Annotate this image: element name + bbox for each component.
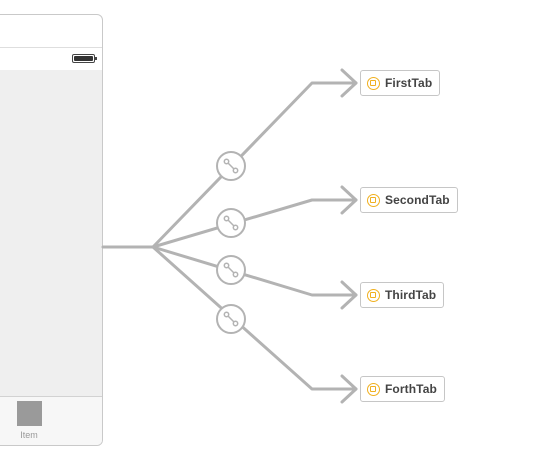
content-area [0,70,102,397]
tab-item-placeholder-icon [16,401,42,426]
view-controller-icon [367,76,380,90]
view-controller-icon [367,288,380,302]
segue-node-icon[interactable] [216,304,246,334]
scene-third-tab[interactable]: ThirdTab [360,282,445,308]
segue-node-icon[interactable] [216,255,246,285]
tab-bar-controller-scene[interactable]: Item [0,14,103,446]
view-controller-icon [367,382,380,396]
scene-label: ThirdTab [385,288,437,302]
scene-first-tab[interactable]: FirstTab [360,70,441,96]
scene-forth-tab[interactable]: ForthTab [360,376,445,402]
tab-item-label: Item [20,430,38,440]
arrowhead-icon [340,374,358,404]
tab-bar-item[interactable]: Item [15,401,43,440]
tab-bar[interactable]: Item [0,396,102,445]
segue-second-tab[interactable] [151,185,358,249]
scene-label: FirstTab [385,76,433,90]
segue-node-icon[interactable] [216,208,246,238]
view-controller-icon [367,193,380,207]
status-bar [0,47,102,71]
arrowhead-icon [340,68,358,98]
segue-forth-tab[interactable] [151,245,358,404]
battery-icon [72,54,97,63]
scene-label: SecondTab [385,193,450,207]
segue-third-tab[interactable] [151,245,358,310]
segue-first-tab[interactable] [151,68,358,249]
arrowhead-icon [340,280,358,310]
segue-node-icon[interactable] [216,151,246,181]
arrowhead-icon [340,185,358,215]
scene-second-tab[interactable]: SecondTab [360,187,458,213]
scene-label: ForthTab [385,382,437,396]
